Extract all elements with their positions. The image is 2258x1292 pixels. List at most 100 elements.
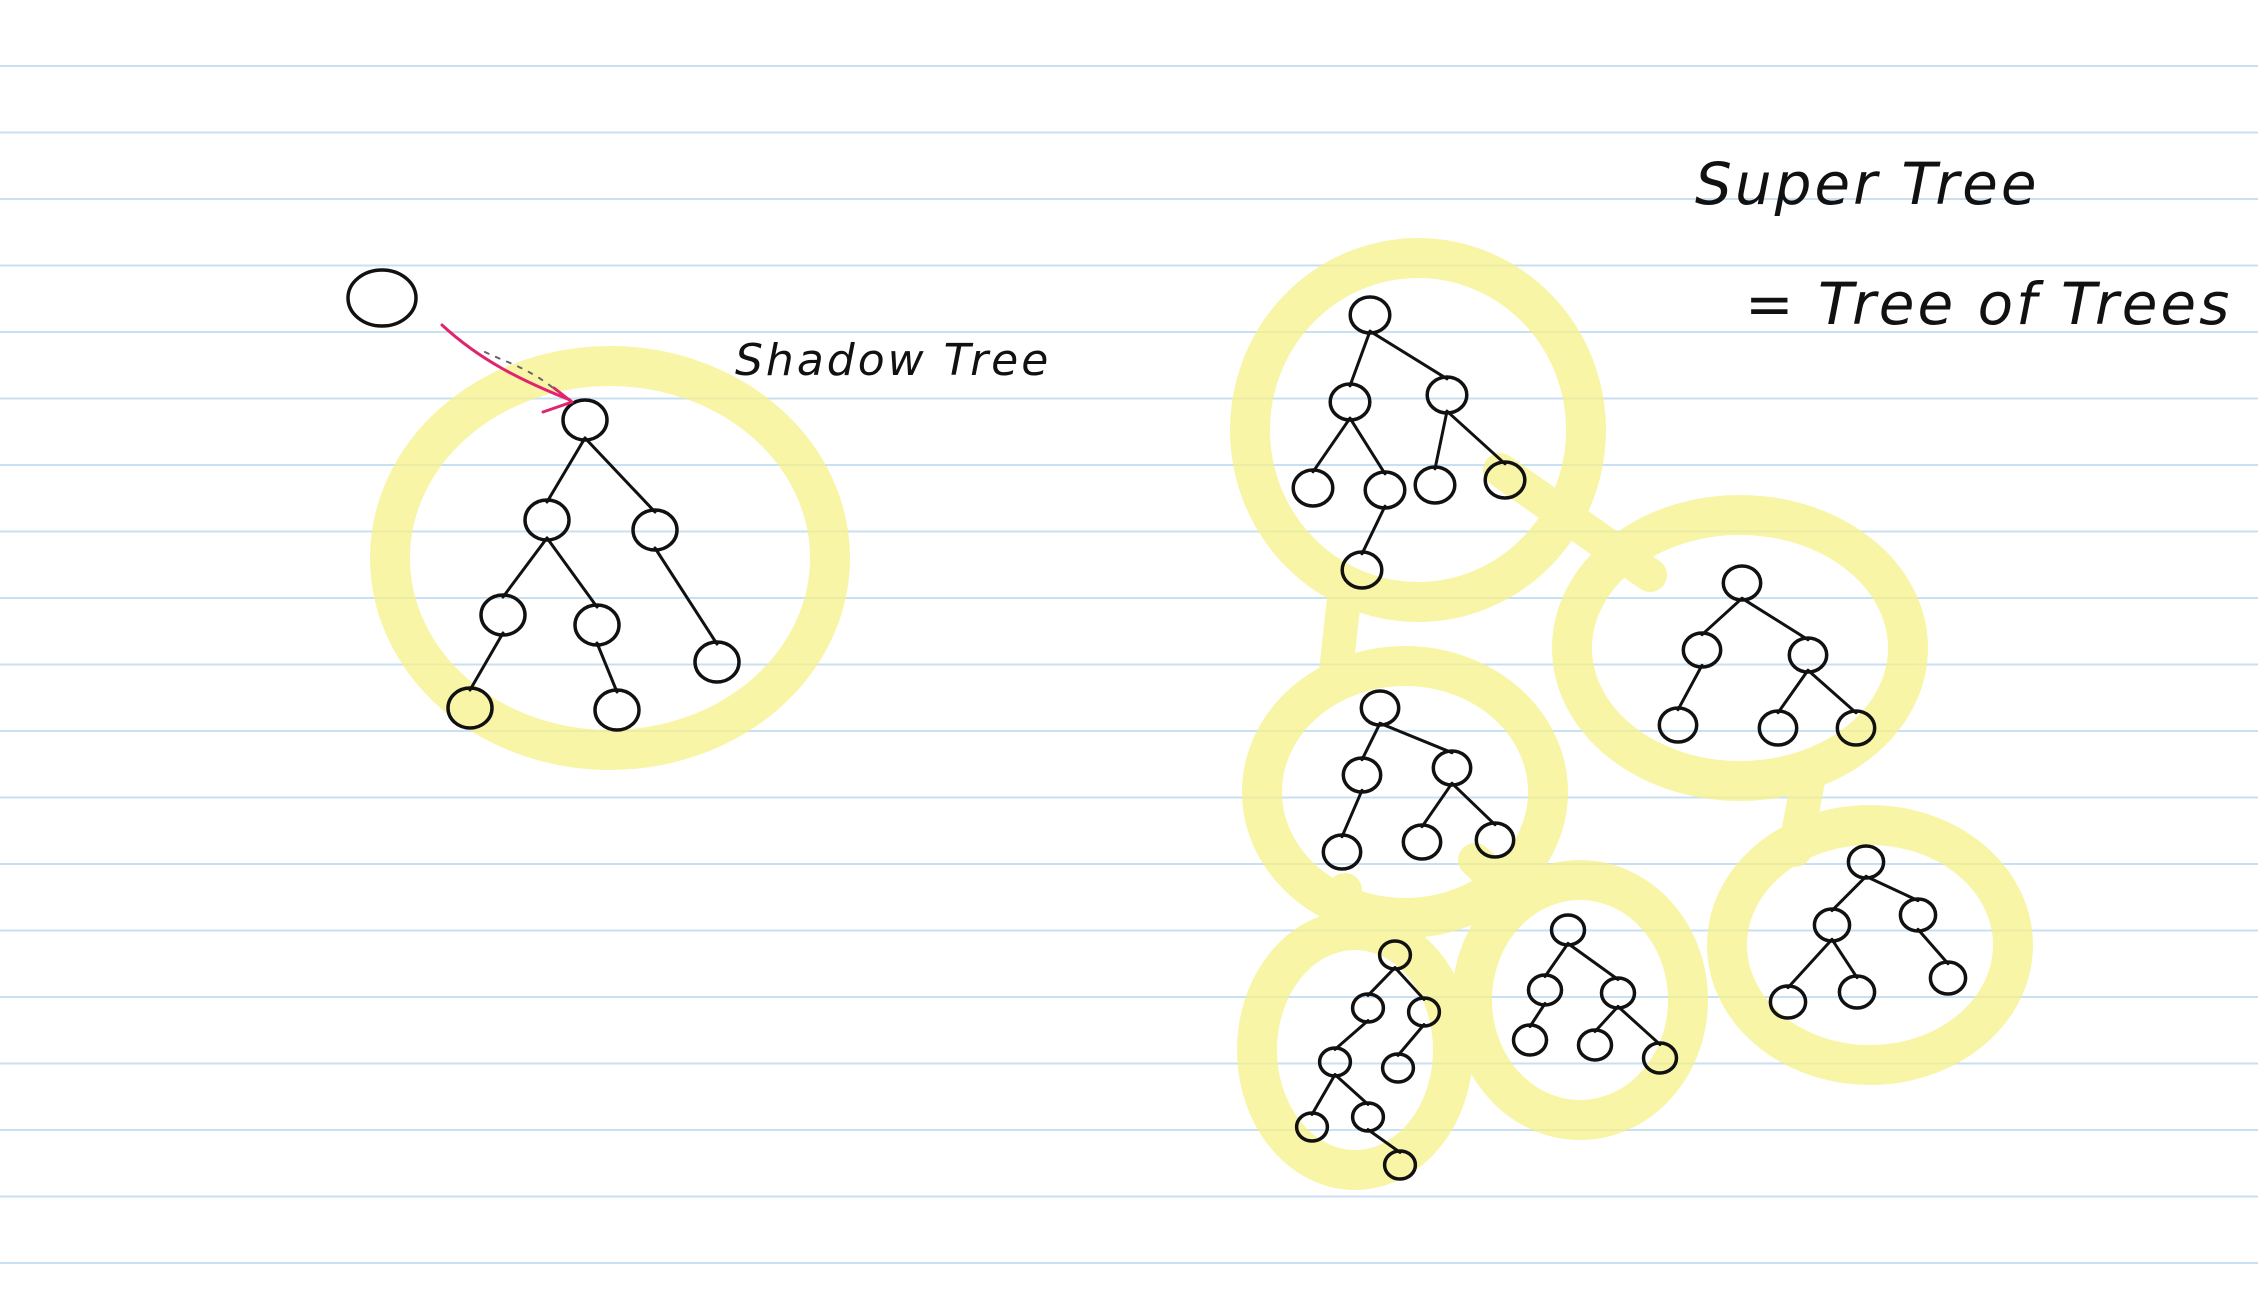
dotted-trail — [484, 351, 559, 393]
tree-edge — [1676, 663, 1704, 712]
tree-edge — [583, 436, 657, 514]
tree-edge — [1864, 874, 1920, 903]
pointer-arrow — [440, 323, 574, 414]
tree-node — [1348, 295, 1392, 335]
tree-edge — [1333, 1073, 1370, 1106]
tree-edge — [1830, 874, 1868, 913]
tree-node — [1681, 631, 1723, 669]
tree-node — [1474, 821, 1516, 859]
node-tree — [446, 398, 741, 732]
highlight-ring — [1242, 646, 1568, 938]
node-tree — [1511, 913, 1679, 1075]
tree-edge — [1368, 329, 1449, 381]
tree-edge — [1360, 721, 1382, 762]
tree-node — [1641, 1041, 1679, 1075]
tree-edge — [1360, 504, 1387, 556]
tree-edge — [1333, 1019, 1370, 1051]
node-tree — [1291, 295, 1527, 590]
tree-node — [1835, 709, 1877, 747]
super-tree-label: Super Tree — [1695, 150, 2040, 218]
highlighter-strokes — [370, 238, 2033, 1190]
tree-node — [1812, 907, 1852, 943]
tree-edge — [1445, 409, 1507, 466]
tree-node — [1294, 1111, 1330, 1143]
tree-edge — [1433, 409, 1449, 471]
tree-node — [1898, 897, 1938, 933]
tree-node — [1377, 939, 1413, 971]
tree-node — [1350, 1101, 1386, 1133]
tree-edge — [1311, 416, 1352, 474]
tree-node — [1483, 460, 1527, 500]
tree-node — [1291, 468, 1335, 508]
tree-node — [1526, 973, 1564, 1007]
tree-edge — [1348, 416, 1387, 476]
highlight-ring — [1237, 910, 1473, 1190]
tree-node — [1382, 1149, 1418, 1181]
tree-node — [1380, 1052, 1416, 1084]
tree-node — [1413, 465, 1457, 505]
tree-edge — [1700, 596, 1744, 637]
tree-node — [1599, 976, 1637, 1010]
tree-node — [1406, 996, 1442, 1028]
tree-node — [693, 640, 741, 684]
tree-edge — [1393, 966, 1426, 1001]
tree-node — [1321, 833, 1363, 871]
node-tree — [1768, 844, 1968, 1020]
tree-node — [1657, 706, 1699, 744]
tree-edge — [468, 631, 505, 692]
arrow-shaft — [440, 323, 572, 402]
tree-edge — [1450, 781, 1497, 827]
tree-edge — [545, 536, 599, 609]
tree-node — [1328, 382, 1372, 422]
tree-node — [1837, 974, 1877, 1010]
tree-node — [1350, 992, 1386, 1024]
tree-node — [1425, 375, 1469, 415]
tree-edge — [1420, 781, 1454, 829]
tree-edge — [1378, 721, 1454, 755]
tree-node — [1787, 636, 1829, 674]
tree-edge — [1396, 1023, 1426, 1057]
tree-edge — [1366, 1128, 1402, 1154]
tree-node — [1317, 1046, 1353, 1078]
tree-node — [1846, 844, 1886, 880]
tree-edge — [545, 436, 587, 504]
highlight-ring — [1452, 860, 1708, 1140]
tree-node — [593, 688, 641, 732]
tree-edge — [1340, 788, 1364, 839]
tree-node — [1359, 689, 1401, 727]
highlight-ring — [1707, 805, 2033, 1085]
tree-node — [1576, 1028, 1614, 1062]
tree-node — [1549, 913, 1587, 947]
tree-node — [523, 498, 571, 542]
tree-edge — [1776, 668, 1810, 715]
tree-edge — [1528, 1002, 1547, 1028]
tree-edge — [1616, 1005, 1662, 1046]
tree-node — [1757, 709, 1799, 747]
highlight-ring — [370, 346, 850, 770]
tree-node — [631, 508, 679, 552]
tree-node — [1401, 823, 1443, 861]
highlight-bridge — [1318, 573, 1362, 697]
tree-edge — [1786, 937, 1834, 990]
highlight-ring — [1230, 238, 1606, 622]
tree-node — [1341, 756, 1383, 794]
tree-edge — [501, 536, 549, 599]
highlight-bridge — [1778, 753, 1827, 867]
tree-node — [1928, 960, 1968, 996]
tree-of-trees-label: = Tree of Trees — [1745, 270, 2233, 338]
tree-node — [479, 593, 527, 637]
ink-drawings — [346, 268, 1968, 1181]
tree-edge — [1543, 942, 1570, 978]
tree-edge — [1310, 1073, 1337, 1116]
tree-edge — [1806, 668, 1858, 715]
tree-node — [1363, 470, 1407, 510]
tree-edge — [1830, 937, 1859, 980]
tree-node — [1511, 1023, 1549, 1057]
tree-edge — [653, 546, 719, 646]
highlight-ring — [1552, 495, 1928, 801]
tree-node — [1431, 749, 1473, 787]
tree-node — [573, 603, 621, 647]
tree-edge — [1593, 1005, 1620, 1033]
tree-node — [1340, 550, 1384, 590]
